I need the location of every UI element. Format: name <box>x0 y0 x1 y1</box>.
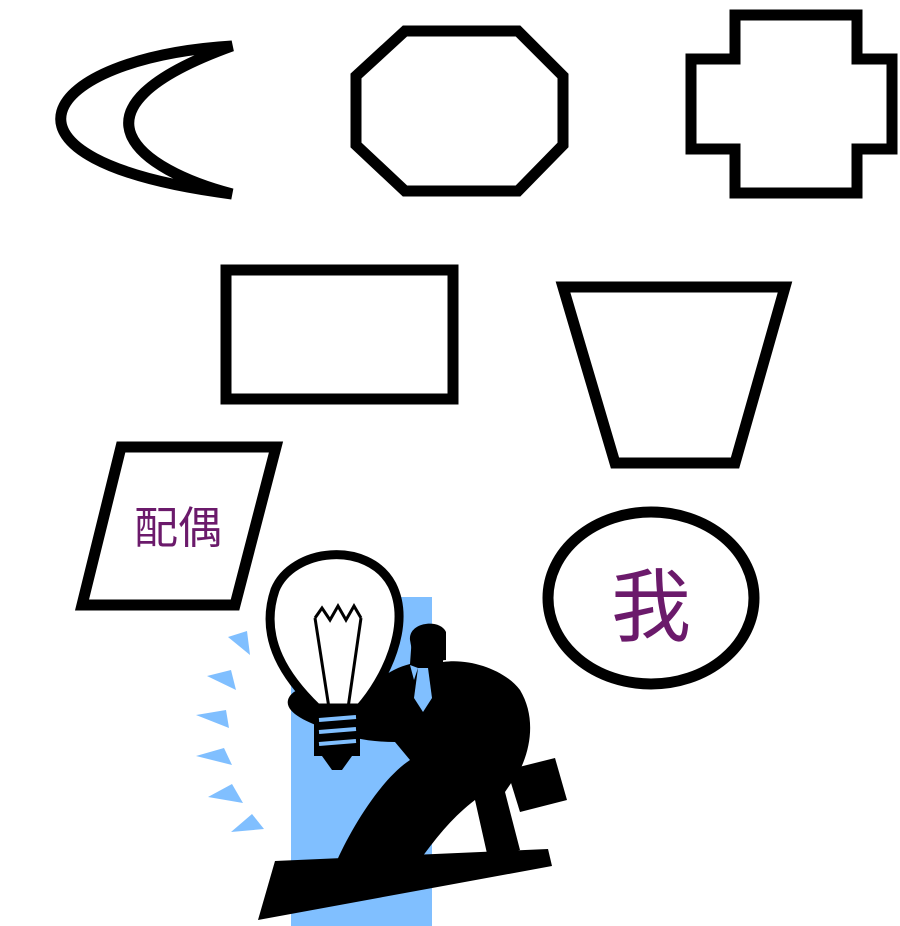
moon-shape <box>55 40 234 200</box>
cross-shape <box>685 9 898 199</box>
platform-ramp <box>258 849 552 920</box>
businessman-head <box>409 623 446 662</box>
lightbulb-icon <box>265 550 404 713</box>
lightbulb-filament <box>313 602 363 624</box>
ellipse-shape <box>542 506 760 690</box>
spouse-label: 配偶 <box>134 503 222 554</box>
rectangle-shape <box>220 264 459 405</box>
light-rays <box>196 631 264 832</box>
briefcase <box>507 758 567 812</box>
me-label: 我 <box>611 561 691 654</box>
parallelogram-shape <box>74 441 284 611</box>
tie <box>414 668 432 712</box>
octagon-shape <box>350 25 569 197</box>
businessman-figure <box>287 626 531 865</box>
collar <box>410 665 418 680</box>
businessman-lightbulb-clipart <box>196 550 567 926</box>
trapezoid-shape <box>555 281 793 469</box>
parallelogram-node: 配偶 <box>74 441 284 611</box>
ellipse-node: 我 <box>542 506 760 690</box>
